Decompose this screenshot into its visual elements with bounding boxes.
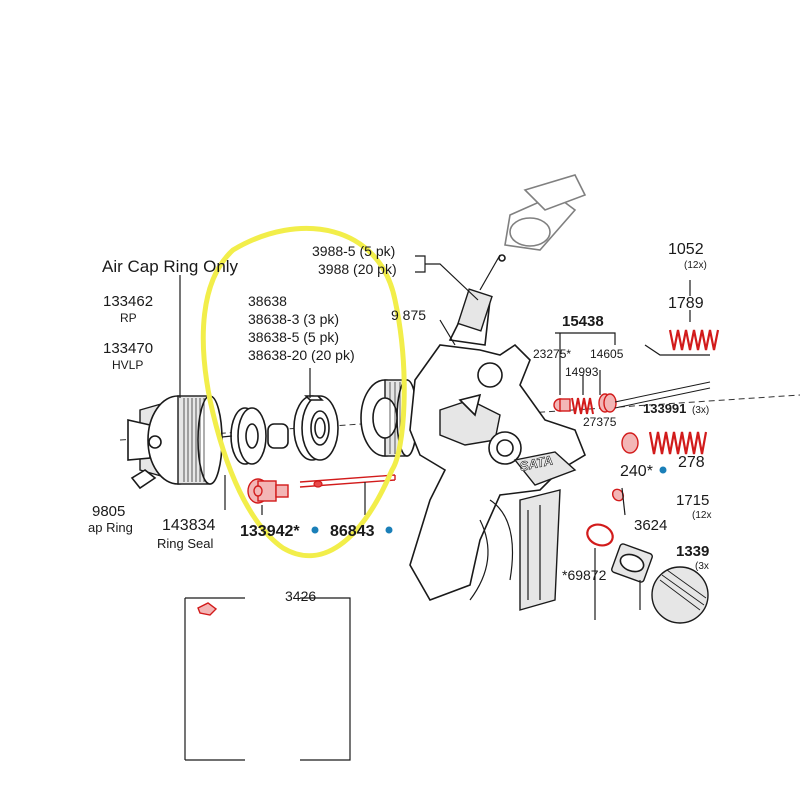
label-1715-qty: (12x [692, 510, 711, 521]
adjustment-knob [611, 543, 709, 624]
label-69872: *69872 [562, 567, 607, 583]
label-3426: 3426 [285, 588, 316, 604]
label-hvlp: HVLP [112, 358, 143, 372]
label-133942: 133942* [240, 523, 300, 540]
label-14993: 14993 [565, 365, 599, 379]
paint-nozzle-head [360, 379, 418, 457]
label-278: 278 [678, 454, 705, 471]
marker-dot [385, 526, 393, 534]
label-1715: 1715 [676, 492, 709, 509]
gun-brand-logo: SATA [518, 452, 554, 474]
label-133991: 133991 [643, 401, 686, 416]
label-14605: 14605 [590, 347, 624, 361]
label-27375: 27375 [583, 415, 617, 429]
label-1052-qty: (12x) [684, 260, 707, 271]
label-ap-ring: ap Ring [88, 520, 133, 535]
label-23275: 23275* [533, 347, 571, 361]
label-15438: 15438 [562, 313, 604, 330]
air-cap [127, 395, 223, 490]
label-3624: 3624 [634, 517, 667, 534]
spray-gun-body [409, 343, 586, 611]
label-3988-5: 3988-5 (5 pk) [312, 243, 395, 259]
label-38638-20: 38638-20 (20 pk) [248, 347, 355, 363]
label-1052: 1052 [668, 241, 704, 258]
fluid-needle [299, 474, 396, 488]
label-1789: 1789 [668, 295, 704, 312]
label-1339: 1339 [676, 543, 709, 560]
baffle-part-38638 [293, 395, 339, 461]
marker-dot [311, 526, 319, 534]
label-38638: 38638 [248, 293, 287, 309]
label-9805: 9805 [92, 503, 125, 520]
label-86843: 86843 [330, 523, 375, 540]
marker-dot [659, 466, 667, 474]
highlight-circle [200, 225, 407, 559]
leader-lines [179, 255, 710, 761]
label-1339-qty: (3x [695, 561, 709, 572]
label-133462: 133462 [103, 293, 153, 310]
label-ring-seal: Ring Seal [157, 536, 213, 551]
label-air-cap-ring-only: Air Cap Ring Only [102, 257, 239, 276]
label-3988: 3988 (20 pk) [318, 261, 397, 277]
label-38638-5: 38638-5 (5 pk) [248, 329, 339, 345]
ring-seal [221, 407, 289, 465]
valve-springs [553, 329, 720, 547]
label-133991-qty: (3x) [692, 405, 709, 416]
label-9875: 9 875 [391, 307, 426, 323]
label-133470: 133470 [103, 340, 153, 357]
label-240: 240* [620, 463, 653, 480]
label-rp: RP [120, 311, 137, 325]
label-143834: 143834 [162, 517, 215, 534]
nozzle-seal-133942 [247, 478, 289, 504]
label-38638-3: 38638-3 (3 pk) [248, 311, 339, 327]
air-valve-stem [448, 174, 587, 346]
